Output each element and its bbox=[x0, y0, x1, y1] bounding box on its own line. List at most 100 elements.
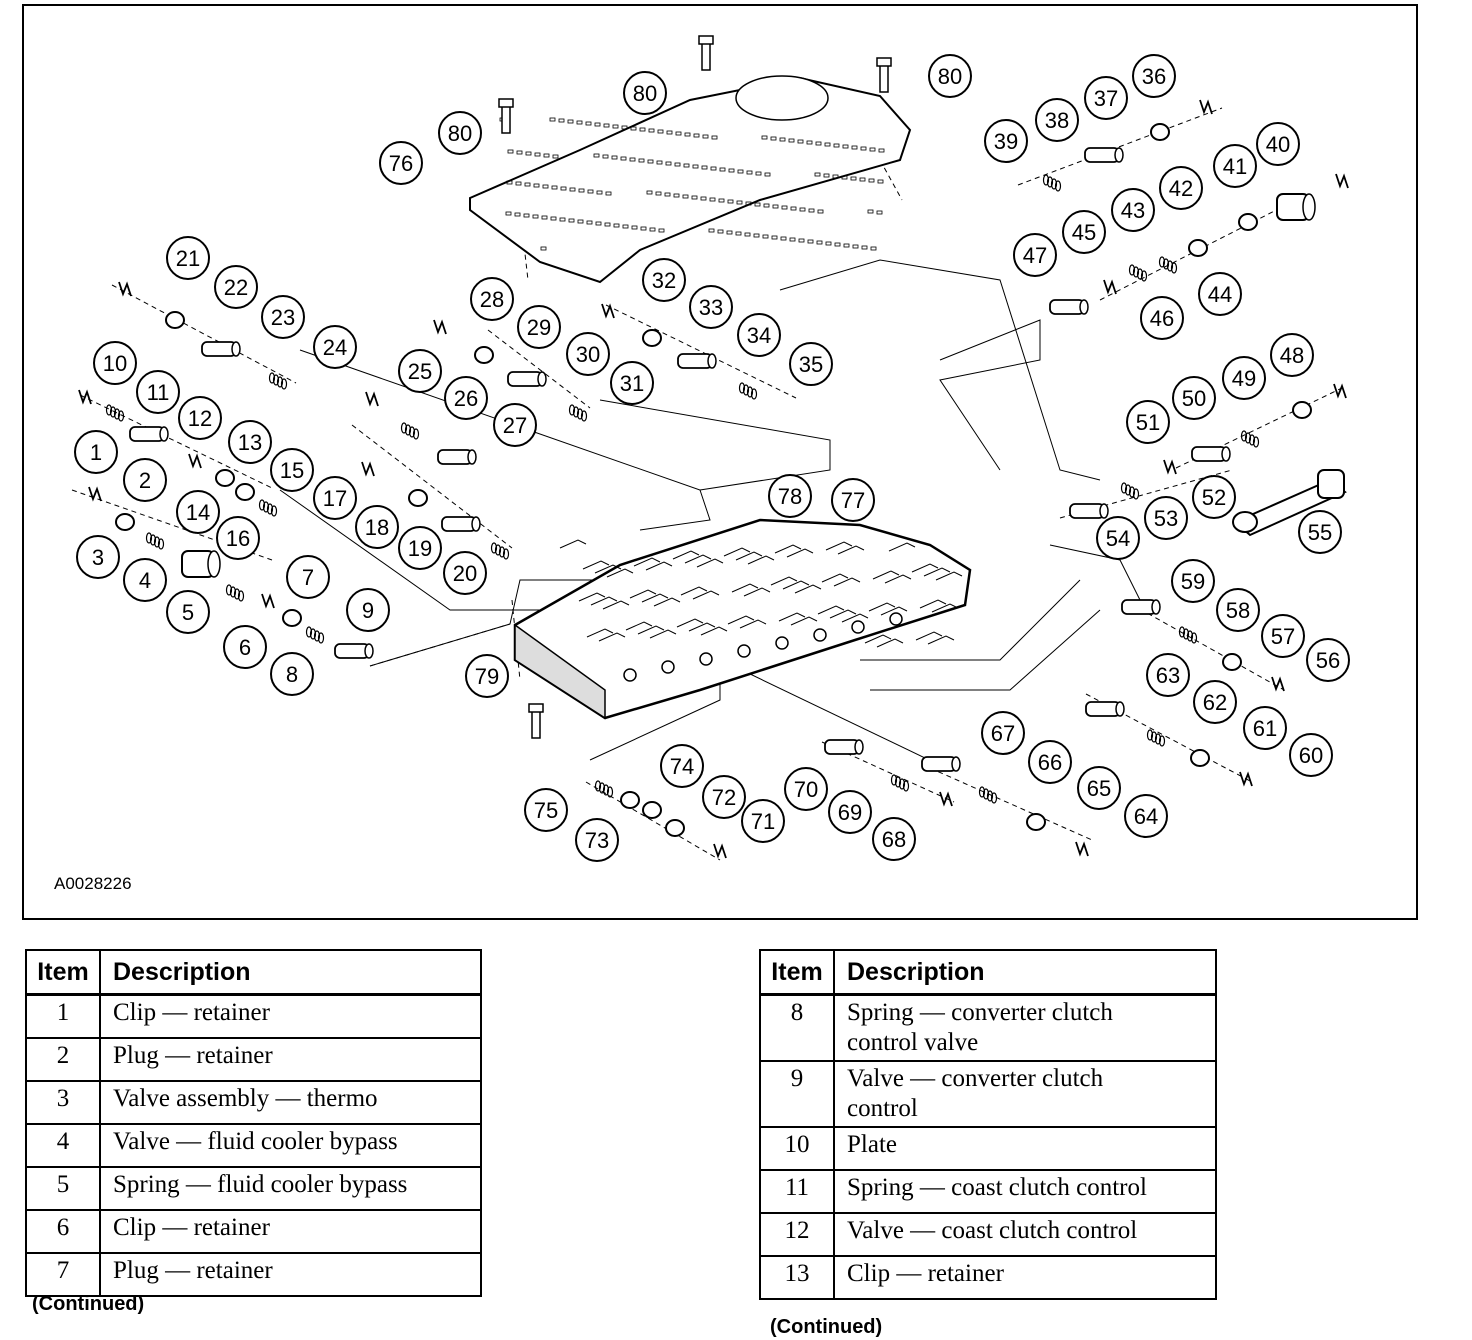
item-description: Plug — retainer bbox=[99, 1037, 482, 1082]
callout-label: 47 bbox=[1023, 243, 1047, 268]
callout-label: 16 bbox=[226, 526, 250, 551]
item-number: 7 bbox=[25, 1252, 101, 1297]
part-drum bbox=[1276, 193, 1316, 221]
flow-route bbox=[939, 319, 1041, 471]
callout-label: 31 bbox=[620, 371, 644, 396]
callout-label: 23 bbox=[271, 305, 295, 330]
callout-label: 20 bbox=[453, 561, 477, 586]
part-spring bbox=[1146, 729, 1166, 747]
part-spring bbox=[890, 774, 910, 792]
callout-label: 35 bbox=[799, 352, 823, 377]
callout-9: 9 bbox=[346, 588, 390, 632]
axis-line bbox=[879, 159, 903, 201]
part-spring bbox=[1128, 264, 1148, 282]
callout-label: 21 bbox=[176, 246, 200, 271]
callout-label: 28 bbox=[480, 287, 504, 312]
description-line: Clip — retainer bbox=[847, 1260, 1004, 1287]
callout-label: 80 bbox=[448, 121, 472, 146]
part-plug bbox=[235, 483, 255, 501]
callout-70: 70 bbox=[784, 767, 828, 811]
part-bolt bbox=[698, 35, 714, 71]
callout-label: 17 bbox=[323, 486, 347, 511]
callout-14: 14 bbox=[176, 490, 220, 534]
part-plug bbox=[665, 819, 685, 837]
callout-32: 32 bbox=[642, 258, 686, 302]
diagram-frame bbox=[22, 4, 1418, 920]
callouts-layer: 1234567891011121314151617181920212223242… bbox=[74, 54, 1350, 862]
callout-label: 12 bbox=[188, 406, 212, 431]
item-number: 6 bbox=[25, 1209, 101, 1254]
description-line: Spring — coast clutch control bbox=[847, 1174, 1147, 1201]
callout-label: 52 bbox=[1202, 485, 1226, 510]
callout-74: 74 bbox=[660, 744, 704, 788]
part-clip bbox=[88, 486, 102, 502]
part-clip bbox=[1271, 676, 1285, 692]
callout-10: 10 bbox=[93, 341, 137, 385]
part-spring bbox=[400, 422, 420, 440]
callout-36: 36 bbox=[1132, 54, 1176, 98]
callout-37: 37 bbox=[1084, 76, 1128, 120]
callout-label: 9 bbox=[362, 598, 374, 623]
callout-label: 57 bbox=[1271, 624, 1295, 649]
callout-80: 80 bbox=[928, 54, 972, 98]
callout-13: 13 bbox=[228, 420, 272, 464]
callout-label: 44 bbox=[1208, 282, 1232, 307]
continued-note: (Continued) bbox=[770, 1316, 883, 1338]
callout-80: 80 bbox=[623, 71, 667, 115]
callout-21: 21 bbox=[166, 236, 210, 280]
part-spring bbox=[594, 780, 614, 798]
part-clip bbox=[361, 461, 375, 477]
callout-48: 48 bbox=[1270, 333, 1314, 377]
callout-label: 3 bbox=[92, 545, 104, 570]
part-plug bbox=[474, 346, 494, 364]
part-plug bbox=[1292, 401, 1312, 419]
part-clip bbox=[713, 843, 727, 859]
part-spring bbox=[738, 382, 758, 400]
callout-49: 49 bbox=[1222, 356, 1266, 400]
callout-label: 40 bbox=[1266, 132, 1290, 157]
callout-label: 70 bbox=[794, 777, 818, 802]
callout-20: 20 bbox=[443, 551, 487, 595]
part-plug bbox=[1238, 213, 1258, 231]
callout-label: 33 bbox=[699, 295, 723, 320]
item-number: 13 bbox=[759, 1255, 835, 1300]
callout-label: 15 bbox=[280, 458, 304, 483]
flow-route bbox=[599, 399, 831, 491]
callout-38: 38 bbox=[1035, 98, 1079, 142]
callout-label: 10 bbox=[103, 351, 127, 376]
description-line: Valve — converter clutch bbox=[847, 1065, 1104, 1092]
callout-label: 24 bbox=[323, 335, 347, 360]
part-clip bbox=[78, 389, 92, 405]
part-plug bbox=[215, 469, 235, 487]
item-number: 4 bbox=[25, 1123, 101, 1168]
description-line: Spring — converter clutch bbox=[847, 999, 1113, 1026]
callout-47: 47 bbox=[1013, 233, 1057, 277]
part-drum bbox=[181, 550, 221, 578]
callout-label: 26 bbox=[454, 386, 478, 411]
callout-26: 26 bbox=[444, 376, 488, 420]
part-plug bbox=[642, 801, 662, 819]
part-valve bbox=[129, 426, 169, 442]
callout-44: 44 bbox=[1198, 272, 1242, 316]
callout-67: 67 bbox=[981, 711, 1025, 755]
callout-12: 12 bbox=[178, 396, 222, 440]
callout-76: 76 bbox=[379, 141, 423, 185]
item-description: Spring — coast clutch control bbox=[833, 1169, 1217, 1214]
callout-25: 25 bbox=[398, 349, 442, 393]
callout-64: 64 bbox=[1124, 794, 1168, 838]
item-description: Plug — retainer bbox=[99, 1252, 482, 1297]
callout-label: 66 bbox=[1038, 750, 1062, 775]
callout-29: 29 bbox=[517, 305, 561, 349]
callout-label: 13 bbox=[238, 430, 262, 455]
callout-label: 22 bbox=[224, 275, 248, 300]
callout-label: 73 bbox=[585, 828, 609, 853]
callout-57: 57 bbox=[1261, 614, 1305, 658]
callout-label: 11 bbox=[147, 380, 170, 405]
